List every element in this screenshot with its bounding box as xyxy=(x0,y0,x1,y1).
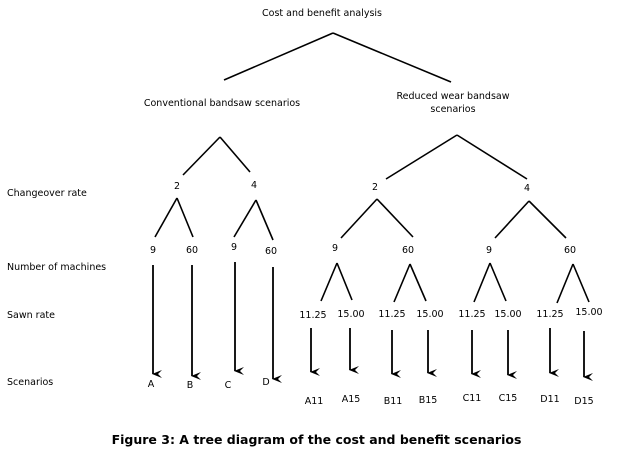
edge-red-co4-m60 xyxy=(528,200,567,239)
edge-conv-co4-m60 xyxy=(255,199,274,241)
edge-b-sawn-11 xyxy=(393,263,411,303)
edge-conv-co4-m9 xyxy=(233,199,257,238)
edge-reduced-to-co2 xyxy=(385,134,458,180)
sawn-rate-d15: 15.00 xyxy=(575,307,602,318)
conv-machines-60-b: 60 xyxy=(186,245,198,256)
edge-red-co4-m9 xyxy=(494,200,530,239)
edge-root-conventional xyxy=(223,32,334,81)
reduced-machines-9-a: 9 xyxy=(332,243,338,254)
reduced-machines-60-b: 60 xyxy=(402,245,414,256)
scenario-b: B xyxy=(187,380,194,391)
scenario-b15: B15 xyxy=(419,395,438,406)
edge-c-sawn-11 xyxy=(473,262,491,303)
scenario-d11: D11 xyxy=(540,394,559,405)
edge-conv-co2-m60 xyxy=(176,197,194,238)
sawn-rate-c11: 11.25 xyxy=(458,309,485,320)
edge-b-sawn-15 xyxy=(409,263,427,302)
sawn-rate-b11: 11.25 xyxy=(378,309,405,320)
edge-root-reduced xyxy=(332,32,452,83)
sawn-rate-d11: 11.25 xyxy=(536,309,563,320)
row-label-sawn-rate: Sawn rate xyxy=(7,310,55,321)
sawn-rate-a15: 15.00 xyxy=(337,309,364,320)
row-label-scenarios: Scenarios xyxy=(7,377,53,388)
scenario-d15: D15 xyxy=(574,396,593,407)
conv-changeover-4: 4 xyxy=(251,180,257,191)
sawn-rate-c15: 15.00 xyxy=(494,309,521,320)
reduced-machines-9-c: 9 xyxy=(486,245,492,256)
scenario-a11: A11 xyxy=(305,396,324,407)
edge-a-sawn-11 xyxy=(320,262,338,302)
root-node-label: Cost and benefit analysis xyxy=(262,8,382,19)
scenario-c15: C15 xyxy=(499,393,518,404)
scenario-c: C xyxy=(225,380,232,391)
edge-d-sawn-11 xyxy=(556,263,574,304)
reduced-wear-branch-label-line1: Reduced wear bandsaw xyxy=(397,91,510,102)
reduced-wear-branch-label-line2: scenarios xyxy=(430,104,475,115)
conv-machines-60-d: 60 xyxy=(265,246,277,257)
conventional-branch-label: Conventional bandsaw scenarios xyxy=(144,98,300,109)
scenario-a15: A15 xyxy=(342,394,361,405)
conv-changeover-2: 2 xyxy=(174,181,180,192)
edge-conv-co2-m9 xyxy=(154,197,178,238)
edge-a-sawn-15 xyxy=(336,262,353,301)
sawn-rate-a11: 11.25 xyxy=(299,310,326,321)
scenario-a: A xyxy=(148,379,155,390)
edge-red-co2-m60 xyxy=(376,198,414,238)
scenario-c11: C11 xyxy=(463,393,482,404)
conv-machines-9-a: 9 xyxy=(150,245,156,256)
edge-red-co2-m9 xyxy=(340,198,378,239)
conv-machines-9-c: 9 xyxy=(231,242,237,253)
reduced-changeover-2: 2 xyxy=(372,182,378,193)
edge-reduced-to-co4 xyxy=(456,134,528,180)
row-label-changeover-rate: Changeover rate xyxy=(7,188,87,199)
scenario-d: D xyxy=(262,377,269,388)
edge-d-sawn-15 xyxy=(572,263,590,303)
reduced-changeover-4: 4 xyxy=(524,183,530,194)
sawn-rate-b15: 15.00 xyxy=(416,309,443,320)
edge-c-sawn-15 xyxy=(489,262,507,302)
row-label-number-of-machines: Number of machines xyxy=(7,262,106,273)
edge-conv-to-co4 xyxy=(219,136,251,173)
reduced-machines-60-d: 60 xyxy=(564,245,576,256)
edge-conv-to-co2 xyxy=(182,136,221,176)
scenario-b11: B11 xyxy=(384,396,403,407)
figure-caption: Figure 3: A tree diagram of the cost and… xyxy=(111,432,522,447)
